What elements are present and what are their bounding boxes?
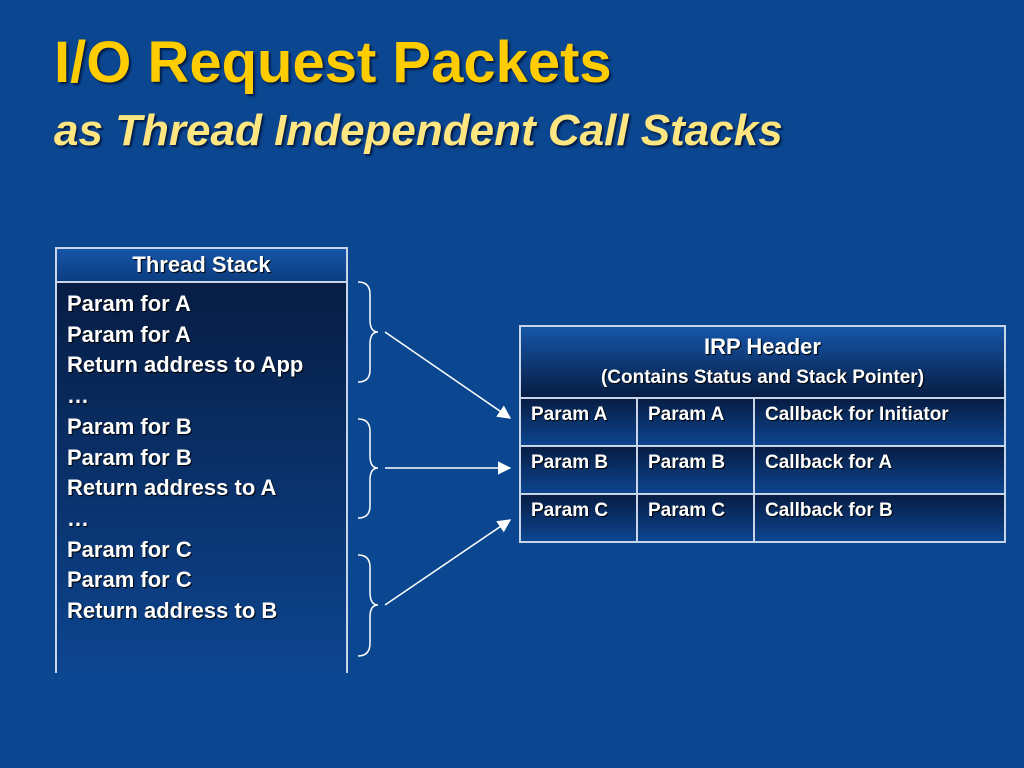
irp-header: IRP Header (Contains Status and Stack Po… [521, 327, 1004, 399]
stack-line: … [67, 383, 89, 409]
stack-line: Return address to App [67, 352, 304, 378]
arrow-3 [384, 519, 512, 606]
stack-line: Return address to A [67, 475, 277, 501]
thread-stack-header: Thread Stack [57, 249, 346, 283]
irp-cell: Param A [521, 399, 638, 445]
arrow-1 [384, 331, 512, 419]
stack-line: Param for A [67, 291, 191, 316]
slide-title: I/O Request Packets [54, 30, 612, 95]
irp-cell: Param C [638, 495, 755, 541]
irp-cell: Param C [521, 495, 638, 541]
irp-cell: Callback for A [755, 447, 1004, 493]
stack-line: Param for A [67, 321, 191, 347]
stack-line: Param for C [67, 536, 192, 562]
brace-2 [357, 418, 379, 519]
irp-cell: Param A [638, 399, 755, 445]
irp-row: Param A Param A Callback for Initiator [521, 399, 1004, 447]
thread-stack-box: Thread Stack Param for A Param for A Ret… [55, 247, 348, 673]
stack-line: … [67, 505, 89, 531]
slide-subtitle: as Thread Independent Call Stacks [54, 106, 783, 155]
brace-3 [357, 554, 379, 657]
thread-stack-body: Param for A Param for A Return address t… [57, 283, 346, 673]
stack-line: Return address to B [67, 598, 278, 624]
irp-header-title: IRP Header [704, 334, 821, 359]
irp-row: Param C Param C Callback for B [521, 495, 1004, 541]
brace-1 [357, 281, 379, 383]
stack-line: Param for B [67, 413, 192, 439]
irp-cell: Param B [638, 447, 755, 493]
irp-box: IRP Header (Contains Status and Stack Po… [519, 325, 1006, 543]
irp-row: Param B Param B Callback for A [521, 447, 1004, 495]
stack-line: Param for B [67, 444, 192, 470]
irp-cell: Param B [521, 447, 638, 493]
irp-cell: Callback for B [755, 495, 1004, 541]
irp-cell: Callback for Initiator [755, 399, 1004, 445]
stack-line: Param for C [67, 567, 192, 593]
irp-header-subtitle: (Contains Status and Stack Pointer) [600, 367, 925, 388]
